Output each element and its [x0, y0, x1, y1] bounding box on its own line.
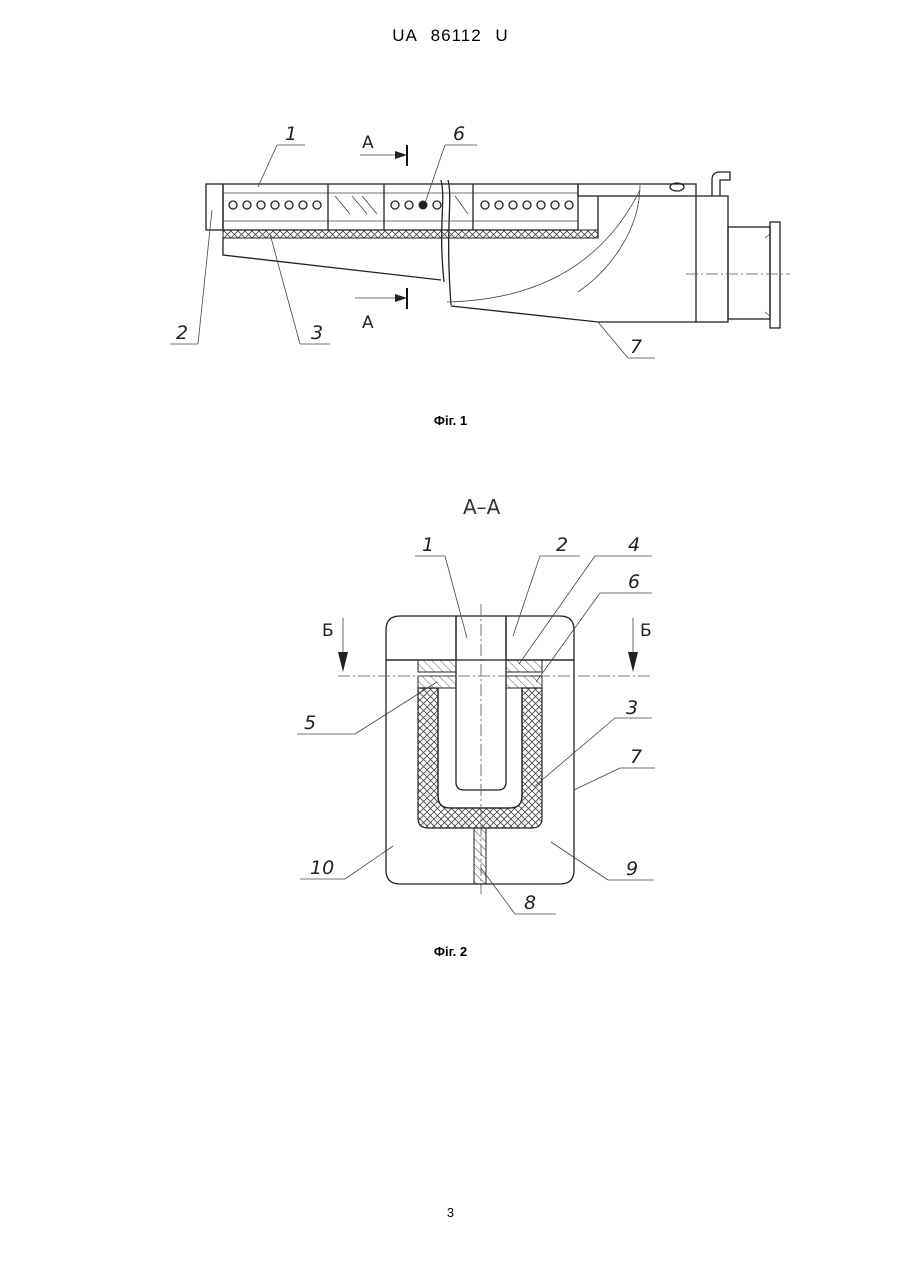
figure-2-caption: Фіг. 2 — [0, 944, 901, 959]
callout-2-fig2: 2 — [556, 534, 568, 556]
figure-1-callouts: 1 6 2 3 7 — [170, 123, 655, 358]
callout-7-fig2: 7 — [630, 746, 642, 768]
callout-5-fig2: 5 — [304, 712, 316, 734]
section-mark-a-bottom: A — [362, 313, 374, 333]
element-circles — [229, 201, 573, 210]
break-line-right — [448, 180, 451, 305]
page-number: 3 — [0, 1205, 901, 1220]
figure-2-cross-section: A–A Б Б 1 2 — [297, 495, 655, 914]
callout-1: 1 — [285, 123, 297, 145]
top-rail — [578, 184, 696, 196]
callout-9-fig2: 9 — [626, 858, 638, 880]
figure-1-caption: Фіг. 1 — [0, 413, 901, 428]
callout-10-fig2: 10 — [310, 857, 334, 879]
insulation-strip-part-3 — [223, 230, 598, 238]
heater-block — [223, 184, 578, 230]
figure-1-side-view: A A 1 6 2 3 7 — [170, 123, 790, 358]
callout-1-fig2: 1 — [422, 534, 434, 556]
insulation-part-3 — [418, 688, 542, 828]
section-title-a-a: A–A — [463, 495, 501, 519]
outlet-pipe — [728, 227, 770, 319]
callout-2: 2 — [176, 322, 188, 344]
plate-part-6 — [506, 676, 542, 688]
callout-3-fig2: 3 — [626, 697, 638, 719]
callout-6-fig2: 6 — [628, 571, 640, 593]
cap-right-part-2 — [506, 616, 574, 660]
section-mark-b-right: Б — [640, 621, 652, 641]
housing-bottom-right — [451, 306, 696, 322]
section-mark-b-left: Б — [322, 621, 334, 641]
plate-part-4 — [506, 660, 542, 672]
glass-hatch-a — [335, 196, 377, 214]
callout-4-fig2: 4 — [628, 534, 640, 556]
divider-part-8 — [474, 828, 486, 884]
callout-7: 7 — [630, 336, 642, 358]
housing-bottom-left — [223, 238, 441, 280]
callout-8-fig2: 8 — [524, 892, 536, 914]
end-cap-part-2 — [206, 184, 223, 230]
outlet-box — [696, 196, 728, 322]
heater-bar-part-1 — [456, 616, 506, 790]
section-mark-a-top: A — [362, 133, 374, 153]
cap-left — [386, 616, 456, 660]
callout-6: 6 — [453, 123, 465, 145]
vent-stub — [712, 172, 730, 196]
callout-3: 3 — [311, 322, 323, 344]
outlet-flange — [770, 222, 780, 328]
